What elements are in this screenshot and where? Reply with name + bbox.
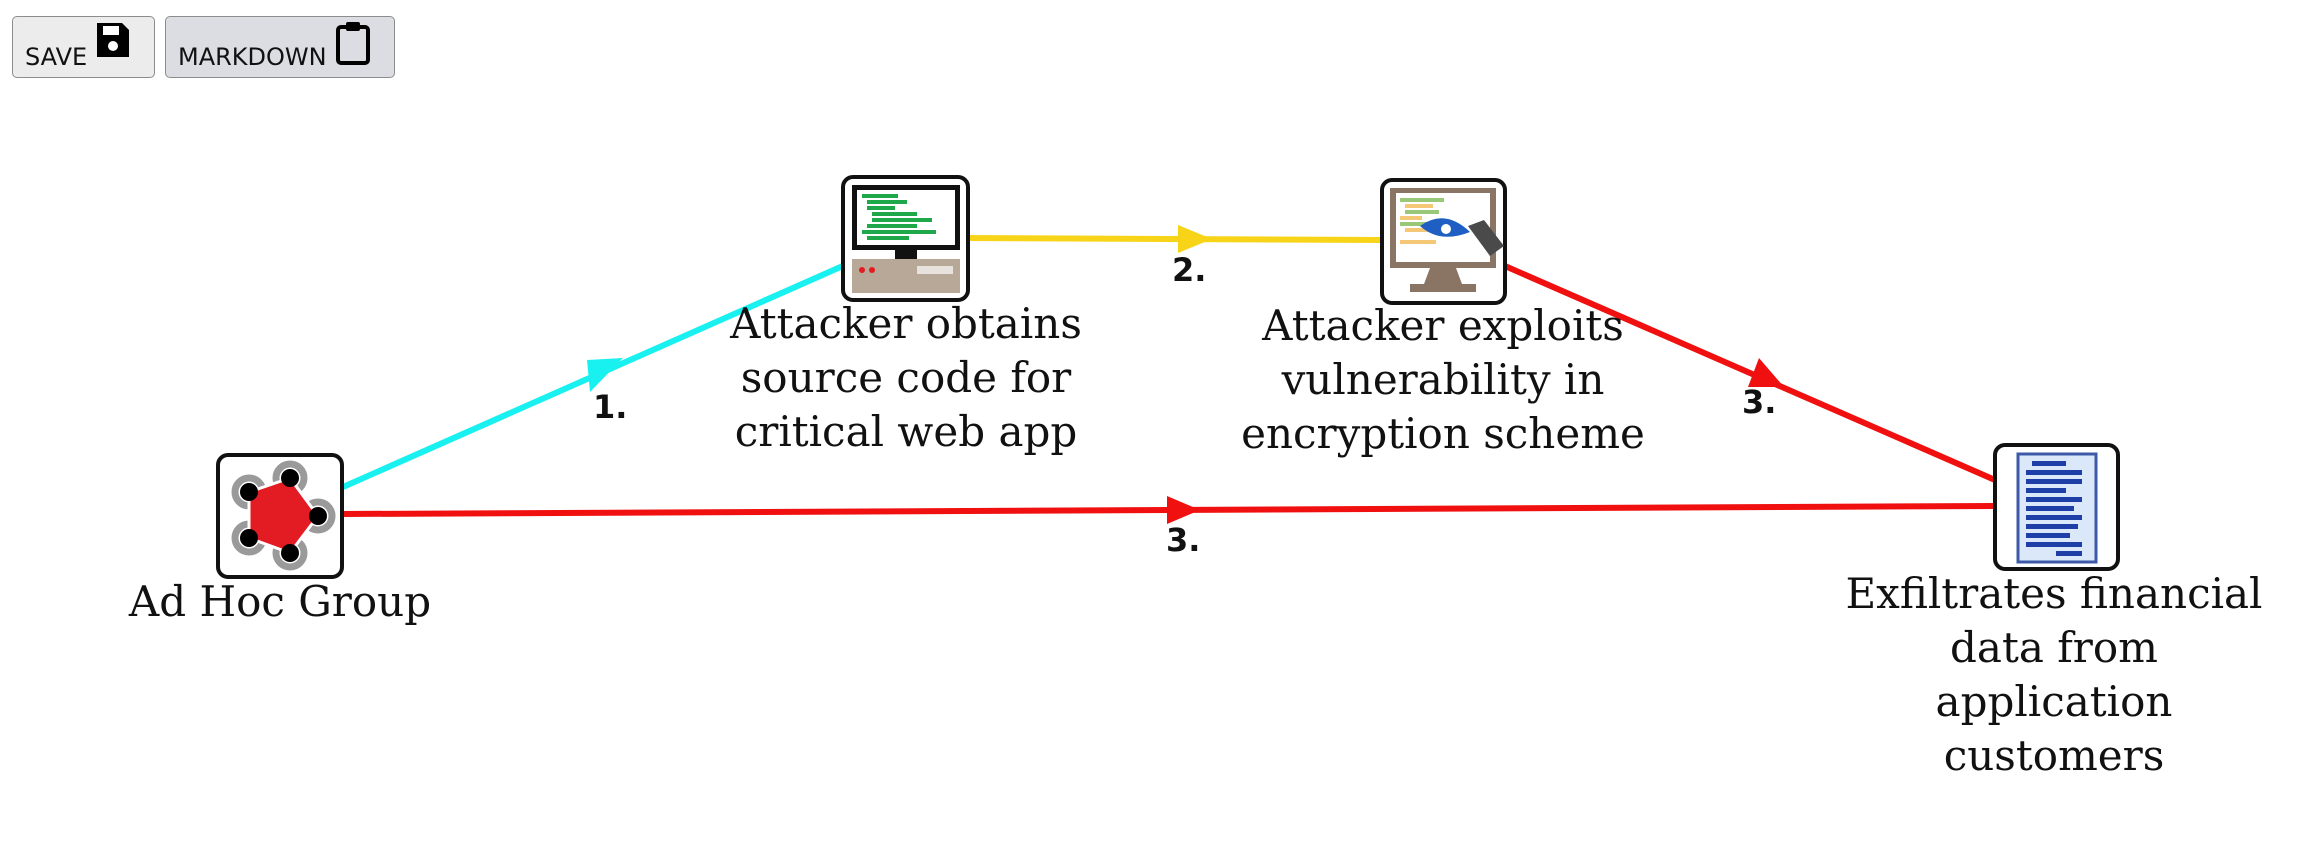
- node-label-line: critical web app: [735, 407, 1078, 456]
- node-label-line: Ad Hoc Group: [128, 577, 431, 626]
- node-label-line: Attacker obtains: [729, 299, 1082, 348]
- node-label-line: Exfiltrates financial: [1845, 569, 2262, 618]
- node-exploit[interactable]: Attacker exploits vulnerability in encry…: [1241, 178, 1645, 458]
- edge-1-label: 1.: [593, 388, 627, 426]
- markdown-label: MARKDOWN: [178, 43, 327, 71]
- exploit-monitor-icon: [1390, 188, 1504, 292]
- edge-2-label: 2.: [1172, 251, 1206, 289]
- clipboard-icon: [335, 22, 370, 65]
- edge-4-arrow: [1167, 496, 1200, 524]
- edges: 1. 2. 3. 3.: [341, 225, 1997, 559]
- markdown-button[interactable]: MARKDOWN: [165, 16, 395, 78]
- edge-1-arrow: [587, 358, 623, 392]
- edge-4-label: 3.: [1166, 521, 1200, 559]
- node-label-line: customers: [1944, 731, 2165, 780]
- document-icon: [2016, 452, 2098, 564]
- save-button[interactable]: SAVE: [12, 16, 155, 78]
- node-source-code[interactable]: Attacker obtains source code for critica…: [729, 175, 1082, 456]
- edge-2-line: [967, 235, 1383, 243]
- node-label-line: source code for: [741, 353, 1072, 402]
- edge-3-arrow: [1748, 358, 1784, 387]
- node-exfiltrate[interactable]: Exfiltrates financial data from applicat…: [1845, 443, 2263, 780]
- node-label-line: encryption scheme: [1241, 409, 1645, 458]
- save-label: SAVE: [25, 43, 88, 71]
- edge-3-line: [1503, 263, 1997, 483]
- floppy-disk-icon: [97, 23, 130, 57]
- node-label-line: application: [1936, 677, 2173, 726]
- node-label-line: data from: [1950, 623, 2158, 672]
- edge-3-label: 3.: [1742, 383, 1776, 421]
- edge-2-arrow: [1178, 225, 1212, 253]
- toolbar: SAVE MARKDOWN: [12, 16, 395, 78]
- node-label-line: vulnerability in: [1281, 355, 1605, 404]
- computer-code-icon: [852, 185, 960, 293]
- node-label-line: Attacker exploits: [1261, 301, 1624, 350]
- threat-actor-group-icon: [231, 460, 336, 571]
- node-ad-hoc-group[interactable]: Ad Hoc Group: [128, 453, 431, 626]
